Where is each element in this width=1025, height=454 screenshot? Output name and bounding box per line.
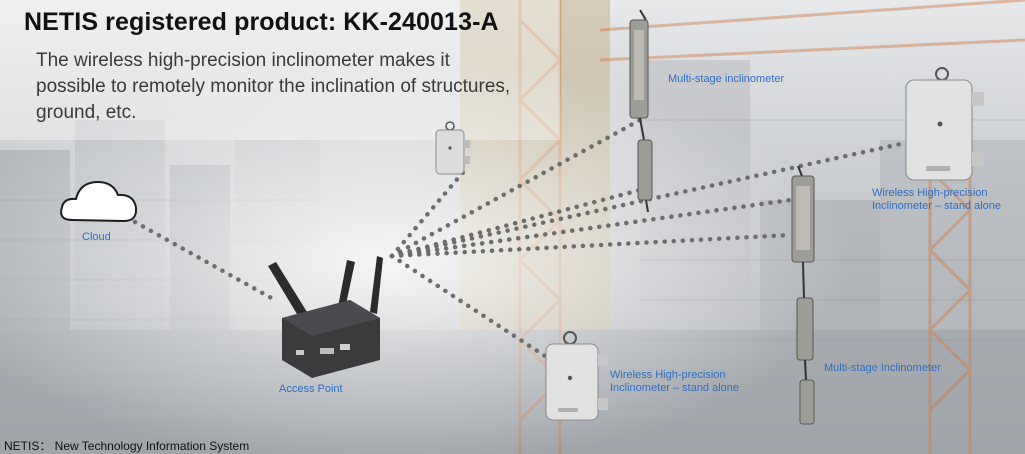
- description-text: The wireless high-precision inclinometer…: [36, 50, 511, 123]
- label-multi-stage-top: Multi-stage inclinometer: [668, 73, 785, 85]
- link-hub-to-small-inclinometer: [389, 167, 468, 259]
- footnote: NETIS： New Technology Information System: [4, 439, 250, 453]
- link-cloud-to-access-point: [132, 219, 278, 303]
- label-multi-stage-bottom: Multi-stage Inclinometer: [824, 362, 941, 374]
- link-hub-to-multi-stage-middle: [389, 187, 643, 259]
- label-standalone-bottom-line2: Inclinometer – stand alone: [610, 382, 740, 394]
- label-standalone-right-line2: Inclinometer – stand alone: [872, 200, 1002, 212]
- link-hub-to-standalone-bottom: [389, 253, 551, 361]
- label-standalone-right-line1: Wireless High-precision: [872, 187, 988, 199]
- label-standalone-right: Wireless High-precision Inclinometer – s…: [872, 187, 1001, 213]
- label-standalone-bottom: Wireless High-precision Inclinometer – s…: [610, 369, 739, 395]
- label-cloud: Cloud: [82, 231, 111, 243]
- link-hub-to-multi-stage-right-a: [389, 197, 793, 259]
- link-hub-to-multi-stage-right-b: [389, 232, 793, 259]
- link-hub-to-multi-stage-top: [389, 117, 643, 259]
- label-access-point: Access Point: [279, 383, 343, 395]
- label-standalone-bottom-line1: Wireless High-precision: [610, 369, 726, 381]
- page-title: NETIS registered product: KK-240013-A: [24, 8, 499, 36]
